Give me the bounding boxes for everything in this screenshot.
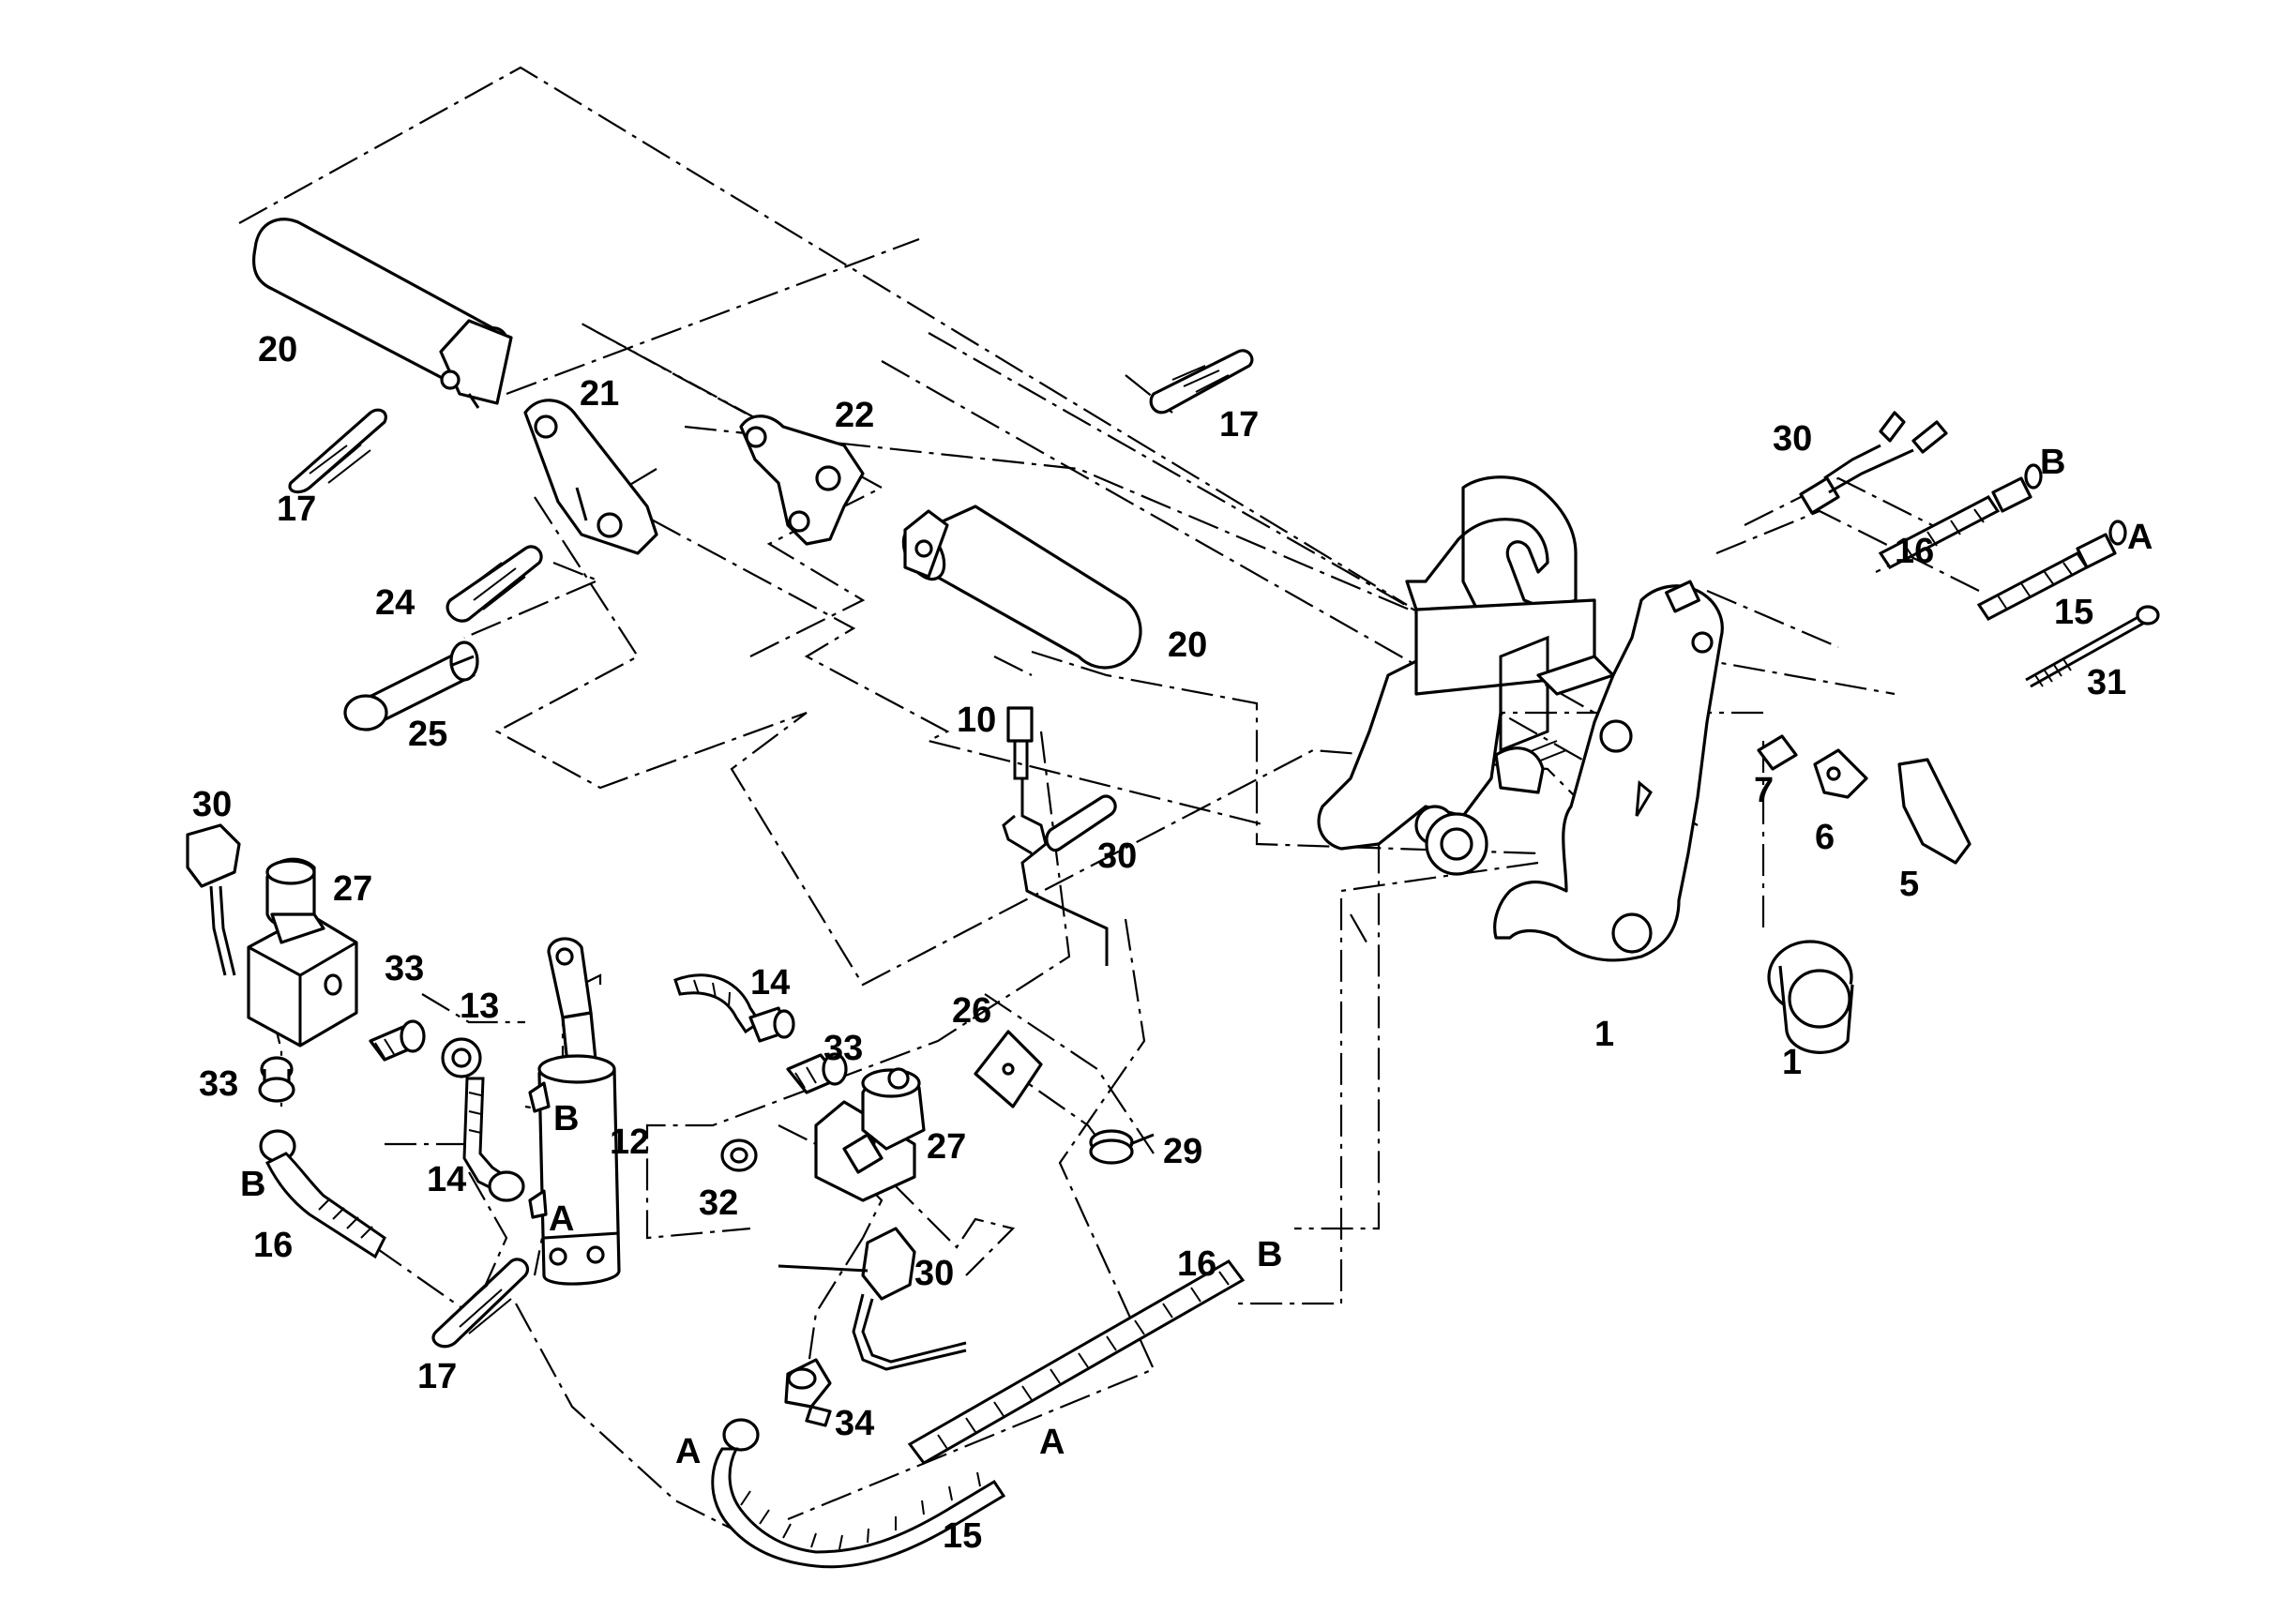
hose-15-lower [711,1418,1006,1569]
cylinder-20-upper [251,218,513,409]
bracket-22 [739,415,865,546]
hose-16-upper-right [1878,463,2043,569]
hose-14-upper [673,973,795,1043]
hose-14-left [462,1077,525,1202]
pin-24 [446,545,543,623]
pin-17-lower [431,1258,530,1349]
sensor-10 [1002,706,1109,966]
callout-5: 5 [1899,865,1919,904]
callout-15-upper-right: 15 [2054,593,2093,632]
callout-14-left: 14 [427,1160,466,1199]
callout-29: 29 [1163,1132,1202,1171]
callout-33-a: 33 [385,949,424,988]
callout-A-upper: A [2127,518,2152,557]
fitting-34 [784,1358,832,1427]
bushing-1 [1767,940,1854,1054]
callout-B-cylinder: B [553,1099,579,1138]
pin-17-upper-left [288,408,387,494]
callout-A-cylinder: A [549,1199,574,1239]
callout-16-upper-right: 16 [1895,532,1934,571]
fitting-33-c [786,1052,848,1094]
callout-14-upper: 14 [750,963,790,1002]
plate-26 [974,1030,1043,1108]
callout-15-lower: 15 [943,1516,982,1556]
callout-6: 6 [1815,818,1835,857]
sensor-30-upper-right [1799,411,1948,515]
callout-31: 31 [2087,663,2126,702]
callout-16-left: 16 [253,1226,293,1265]
link-arm-21 [523,399,658,555]
nut-13 [441,1037,482,1078]
callout-17-upper-left: 17 [277,490,316,529]
callout-33-b: 33 [199,1064,238,1104]
callout-A-lower-left: A [675,1432,701,1471]
callout-B-lower: B [1257,1235,1282,1274]
callout-1-plate: 1 [1594,1015,1614,1054]
callout-34: 34 [835,1404,874,1443]
bolt-31 [2025,605,2160,688]
callout-24: 24 [375,583,415,623]
clamp-29 [1089,1129,1155,1165]
callout-33-c: 33 [823,1029,863,1068]
nut-32 [720,1138,758,1172]
callout-21: 21 [580,374,619,414]
callout-30-lower: 30 [914,1254,954,1293]
sensor-body-30-center [1045,794,1117,852]
hose-15-upper-right [1976,520,2127,621]
callout-22: 22 [835,396,874,435]
small-parts-5-6-7 [1757,734,1971,865]
callout-26: 26 [952,991,991,1031]
callout-30-upper-right: 30 [1773,419,1812,459]
callout-10: 10 [957,701,996,740]
fitting-33-a [369,1019,426,1062]
callout-30-center: 30 [1097,837,1137,876]
callout-B-upper: B [2040,443,2065,482]
bolt-25 [343,641,479,731]
callout-20-upper: 20 [258,330,297,369]
callout-17-lower: 17 [417,1357,457,1396]
callout-32: 32 [699,1183,738,1223]
callout-16-lower: 16 [1177,1244,1216,1284]
callout-12: 12 [610,1123,649,1162]
callout-17-upper-right: 17 [1219,405,1259,445]
valve-27-left [247,857,358,1048]
fitting-33-b [258,1056,295,1103]
callout-25: 25 [408,715,447,754]
cylinder-20-center [901,505,1142,670]
callout-27-left: 27 [333,869,372,909]
callout-27-center: 27 [927,1127,966,1167]
connector-30-left [186,823,241,976]
pin-17-upper-right [1149,349,1254,415]
hose-16-left [259,1129,386,1259]
callout-30-left: 30 [192,785,232,824]
callout-7: 7 [1754,771,1774,810]
connector-30-lower [778,1227,967,1371]
valve-27-center [814,1067,926,1202]
callout-1-bushing: 1 [1782,1043,1802,1082]
hose-16-lower [907,1259,1246,1465]
callout-B-left-fitting: B [240,1165,265,1204]
cylinder-12 [528,937,621,1286]
callout-A-lower: A [1039,1423,1065,1462]
callout-labels: 20 21 17 22 17 24 25 20 30 16 B A 15 31 … [192,330,2152,1556]
main-plate-1 [1317,475,1724,962]
callout-13: 13 [460,987,499,1026]
callout-20-center: 20 [1168,626,1207,665]
